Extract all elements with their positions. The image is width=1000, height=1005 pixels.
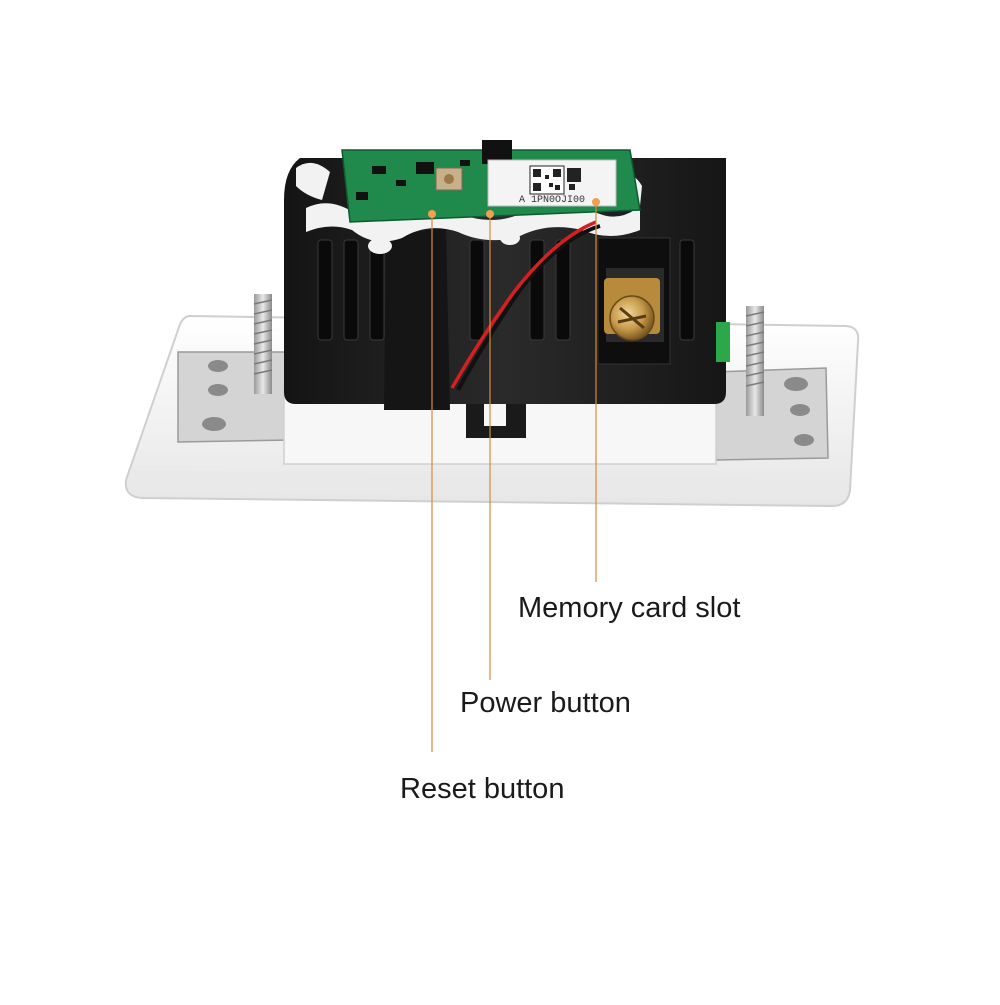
power-button-marker: [486, 210, 494, 218]
indicator-light: [716, 322, 730, 362]
left-mounting-strap: [177, 294, 293, 443]
right-mounting-strap: [713, 306, 829, 461]
reset-button-label: Reset button: [400, 773, 565, 805]
terminal-screw: [604, 278, 660, 341]
memory-card-slot-label: Memory card slot: [518, 592, 741, 624]
wires: [450, 220, 601, 391]
circuit-board: A 1PN0OJI00: [341, 140, 641, 223]
memory-card-slot-marker: [592, 198, 600, 206]
reset-button-marker: [428, 210, 436, 218]
power-button-label: Power button: [460, 687, 631, 719]
qr-sticker-text: A 1PN0OJI00: [519, 195, 585, 206]
